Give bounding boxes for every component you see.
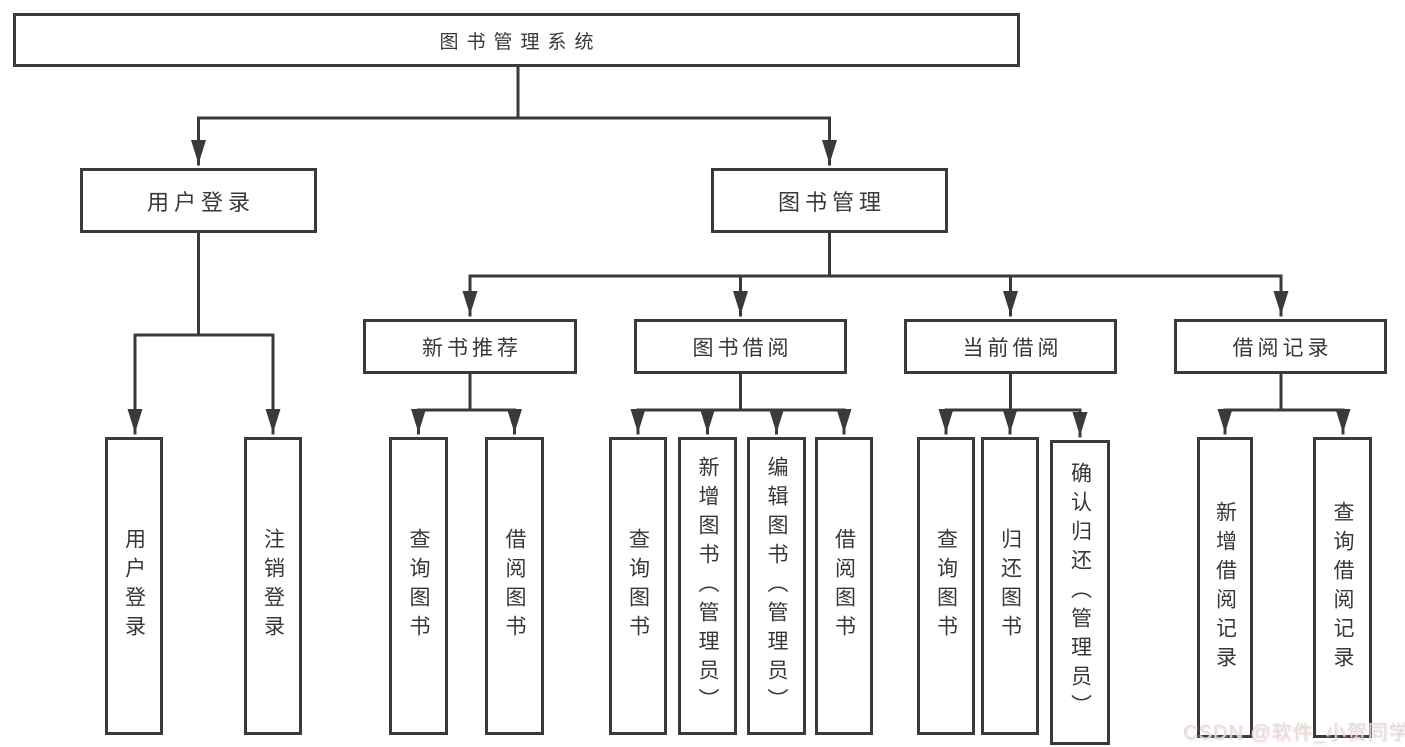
leaf-current-confirm-return-admin: 确认归还（管理员）: [1050, 440, 1110, 745]
leaf-records-query-record: 查询借阅记录: [1313, 437, 1372, 738]
leaf-newrec-borrow-books-label: 借阅图书: [503, 528, 526, 644]
leaf-current-return-books-label: 归还图书: [998, 528, 1022, 644]
node-borrow-records-label: 借阅记录: [1232, 336, 1333, 360]
leaf-records-add-record: 新增借阅记录: [1197, 437, 1253, 738]
node-root-label: 图书管理系统: [439, 31, 602, 53]
node-book-management: 图书管理: [711, 168, 948, 233]
node-new-book-recommend-label: 新书推荐: [422, 336, 522, 360]
leaf-newrec-borrow-books: 借阅图书: [485, 437, 544, 735]
node-book-borrow-label: 图书借阅: [692, 336, 793, 360]
node-root: 图书管理系统: [13, 13, 1020, 67]
node-borrow-records: 借阅记录: [1174, 319, 1387, 374]
node-current-borrow-label: 当前借阅: [962, 336, 1063, 360]
node-user-login: 用户登录: [80, 168, 317, 233]
leaf-current-confirm-return-admin-label: 确认归还（管理员）: [1068, 462, 1092, 723]
leaf-records-add-record-label: 新增借阅记录: [1213, 500, 1237, 675]
leaf-newrec-query-books-label: 查询图书: [407, 528, 430, 644]
leaf-logout: 注销登录: [244, 437, 302, 735]
leaf-current-return-books: 归还图书: [981, 437, 1039, 735]
leaf-current-query-books-label: 查询图书: [934, 528, 958, 644]
node-current-borrow: 当前借阅: [904, 319, 1117, 374]
leaf-borrow-query-books-label: 查询图书: [626, 528, 650, 644]
watermark: CSDN @软件_小贺同学: [1183, 722, 1405, 744]
leaf-records-query-record-label: 查询借阅记录: [1331, 500, 1354, 675]
node-book-borrow: 图书借阅: [634, 319, 847, 374]
leaf-user-login-label: 用户登录: [122, 528, 146, 644]
leaf-borrow-edit-books-admin: 编辑图书（管理员）: [747, 437, 806, 735]
leaf-borrow-query-books: 查询图书: [609, 437, 667, 735]
leaf-borrow-edit-books-admin-label: 编辑图书（管理员）: [765, 455, 788, 717]
leaf-user-login: 用户登录: [105, 437, 163, 735]
leaf-newrec-query-books: 查询图书: [389, 437, 448, 735]
leaf-current-query-books: 查询图书: [917, 437, 975, 735]
node-book-management-label: 图书管理: [777, 189, 886, 215]
leaf-logout-label: 注销登录: [261, 528, 285, 644]
leaf-borrow-add-books-admin: 新增图书（管理员）: [678, 437, 737, 735]
leaf-borrow-borrow-books: 借阅图书: [815, 437, 873, 735]
leaf-borrow-borrow-books-label: 借阅图书: [832, 528, 856, 644]
node-user-login-label: 用户登录: [146, 189, 255, 215]
leaf-borrow-add-books-admin-label: 新增图书（管理员）: [696, 455, 719, 717]
node-new-book-recommend: 新书推荐: [363, 319, 577, 374]
